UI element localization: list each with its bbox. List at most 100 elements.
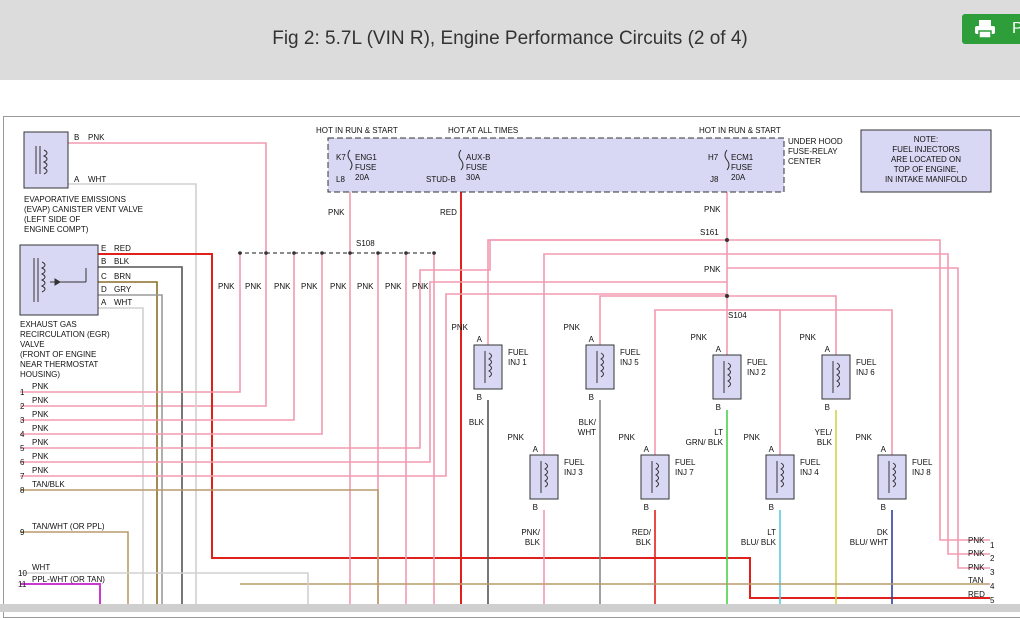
s161-to-right-2 <box>727 253 990 555</box>
wht-wire-10 <box>20 572 309 612</box>
s108-pnk-8: PNK <box>412 282 429 291</box>
left-conn-num-10: 10 <box>18 569 27 578</box>
left-conn-wire-5: PNK <box>32 438 49 447</box>
fuel-injector-5 <box>529 454 559 500</box>
hot-run-start-right: HOT IN RUN & START <box>699 126 781 135</box>
left-conn-wire-6: PNK <box>32 452 49 461</box>
injector-pin-a: A <box>589 335 595 344</box>
note-line-4: TOP OF ENGINE, <box>894 165 959 174</box>
hot-run-start-left: HOT IN RUN & START <box>316 126 398 135</box>
right-harness-connector: PNK 1 PNK 2 PNK 3 TAN 4 RED 5 <box>968 536 995 605</box>
injector-name-line-2: INJ 2 <box>747 368 766 377</box>
s161-branch-inj3 <box>543 253 727 455</box>
evap-label-3: (LEFT SIDE OF <box>24 215 80 224</box>
egr-blk-wire <box>98 266 183 612</box>
egr-wire-e: RED <box>114 244 131 253</box>
right-conn-num-1: 1 <box>990 541 995 550</box>
tan-wht-wire-9 <box>20 531 129 612</box>
injector-name-line-1: FUEL <box>747 358 768 367</box>
ppl-wht-wire-11 <box>20 583 101 612</box>
injector-name-line-2: INJ 4 <box>800 468 819 477</box>
injector-out-wire-line-1: YEL/ <box>815 428 833 437</box>
injector-pin-a: A <box>769 445 775 454</box>
note-line-5: IN INTAKE MANIFOLD <box>885 175 967 184</box>
injector-body <box>529 454 559 500</box>
evap-wire-a: WHT <box>88 175 106 184</box>
ecm1-amps: 20A <box>731 173 746 182</box>
left-conn-num-6: 6 <box>20 458 25 467</box>
injector-body <box>585 344 615 390</box>
evap-label-2: (EVAP) CANISTER VENT VALVE <box>24 205 143 214</box>
injector-coil-icon <box>484 351 492 383</box>
left-conn-num-1: 1 <box>20 388 25 397</box>
injector-pin-b: B <box>644 503 649 512</box>
injector-out-wire-line-1: BLK <box>469 418 485 427</box>
evap-canister-vent-valve: B PNK A WHT EVAPORATIVE EMISSIONS (EVAP)… <box>23 131 143 234</box>
injector-note: NOTE: FUEL INJECTORS ARE LOCATED ON TOP … <box>860 129 992 193</box>
s104-splice-dot <box>725 294 729 298</box>
injector-in-wire-label: PNK <box>856 433 873 442</box>
injector-name-line-2: INJ 7 <box>675 468 694 477</box>
s108-drop-2 <box>20 253 295 421</box>
injector-name-line-1: FUEL <box>620 348 641 357</box>
injector-pin-b: B <box>589 393 594 402</box>
injector-coil-icon <box>540 461 548 493</box>
eng1-name: ENG1 <box>355 153 377 162</box>
s108-pnk-7: PNK <box>385 282 402 291</box>
fuel-injector-1 <box>473 344 503 390</box>
note-line-3: ARE LOCATED ON <box>891 155 961 164</box>
injector-body <box>877 454 907 500</box>
print-button[interactable]: P <box>962 14 1020 44</box>
injector-name-line-1: FUEL <box>508 348 529 357</box>
left-conn-wire-3: PNK <box>32 410 49 419</box>
injector-name-line-2: INJ 8 <box>912 468 931 477</box>
ecm1-fuse: FUSE <box>731 163 752 172</box>
tan-blk-wire-8 <box>20 489 379 612</box>
injector-coil-icon <box>832 361 840 393</box>
right-conn-num-5: 5 <box>990 596 995 605</box>
egr-gry-wire <box>98 294 163 612</box>
left-conn-num-4: 4 <box>20 430 25 439</box>
auxb-red-label: RED <box>440 208 457 217</box>
right-conn-wire-2: PNK <box>968 549 985 558</box>
left-conn-num-8: 8 <box>20 486 25 495</box>
injector-out-wire-line-2: BLK <box>636 538 652 547</box>
s108-pnk-4: PNK <box>301 282 318 291</box>
right-conn-wire-3: PNK <box>968 563 985 572</box>
injector-pin-a: A <box>716 345 722 354</box>
right-conn-wire-4: TAN <box>968 576 984 585</box>
eng1-fuse: FUSE <box>355 163 376 172</box>
s104-branch-inj7 <box>654 309 727 455</box>
injector-in-wire-label: PNK <box>508 433 525 442</box>
injector-pin-b: B <box>825 403 830 412</box>
left-conn-wire-8: TAN/BLK <box>32 480 65 489</box>
s108-label: S108 <box>356 239 375 248</box>
injector-name-line-1: FUEL <box>564 458 585 467</box>
s161-to-right-3 <box>727 267 990 569</box>
injector-out-wire-line-2: BLU/ BLK <box>741 538 777 547</box>
bottom-scroll-strip <box>0 604 1020 612</box>
evap-label-4: ENGINE COMPT) <box>24 225 89 234</box>
right-conn-num-2: 2 <box>990 554 995 563</box>
left-conn-wire-10: WHT <box>32 563 50 572</box>
pnk-wire-7 <box>20 293 727 477</box>
injector-name-line-1: FUEL <box>856 358 877 367</box>
injector-pin-b: B <box>533 503 538 512</box>
egr-label-3: VALVE <box>20 340 45 349</box>
egr-pin-b: B <box>101 257 106 266</box>
eng1-top-pin: K7 <box>336 153 346 162</box>
s104-branch-inj8 <box>727 309 893 455</box>
injector-pin-a: A <box>825 345 831 354</box>
injector-body <box>473 344 503 390</box>
left-conn-num-7: 7 <box>20 472 25 481</box>
egr-pin-e: E <box>101 244 106 253</box>
injector-out-wire-line-1: LT <box>714 428 723 437</box>
egr-wire-c: BRN <box>114 272 131 281</box>
fuse-box-label-3: CENTER <box>788 157 821 166</box>
right-conn-wire-5: RED <box>968 590 985 599</box>
ecm1-name: ECM1 <box>731 153 754 162</box>
egr-label-2: RECIRCULATION (EGR) <box>20 330 110 339</box>
injector-out-wire-line-1: DK <box>877 528 889 537</box>
egr-wire-b: BLK <box>114 257 130 266</box>
fuse-box-label-1: UNDER HOOD <box>788 137 843 146</box>
